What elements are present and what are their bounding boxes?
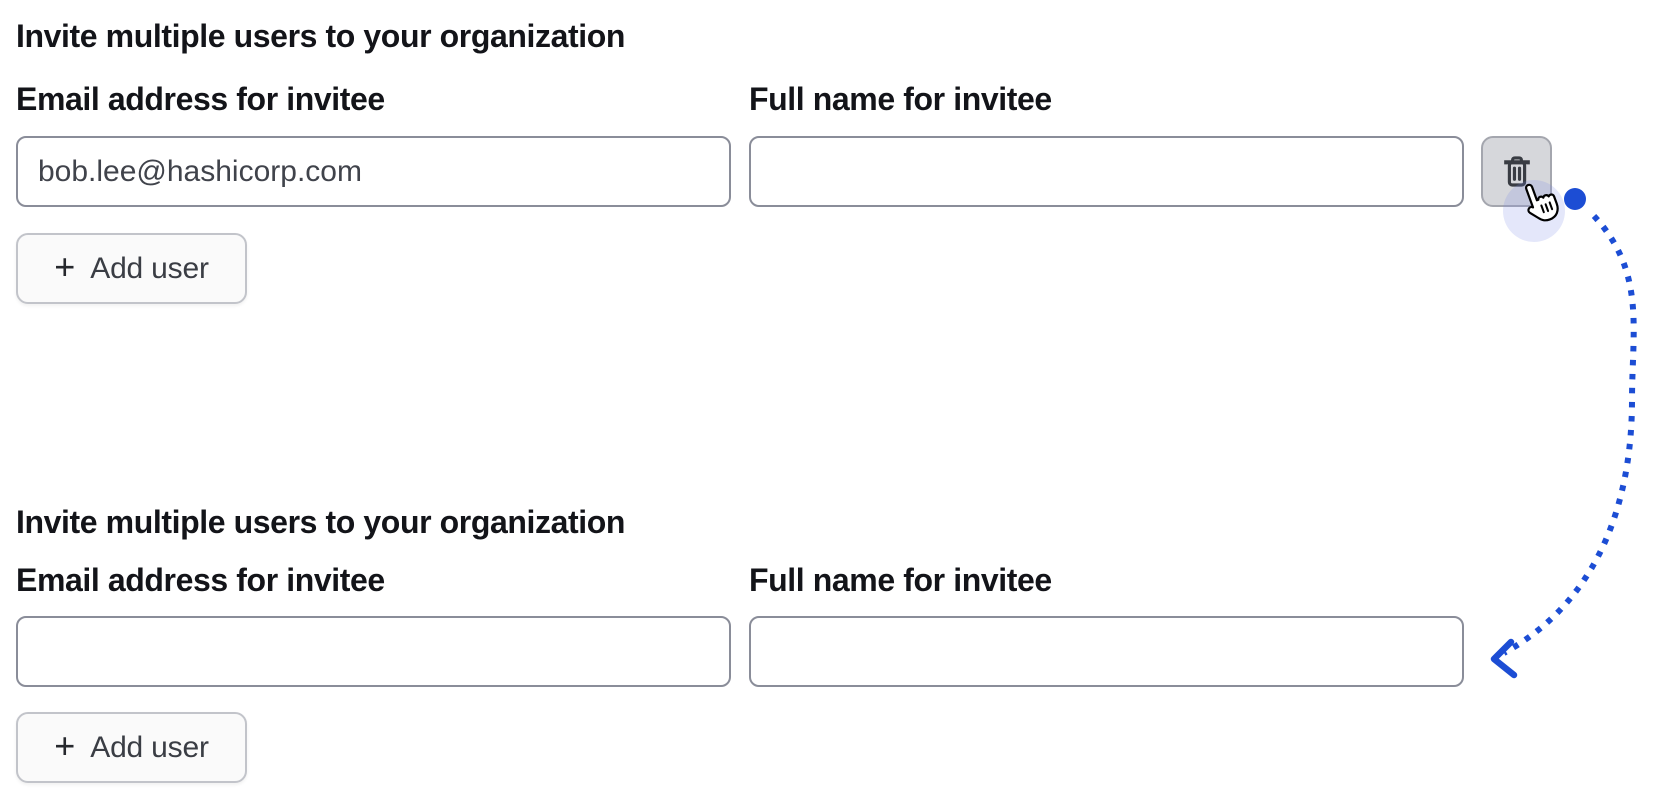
- full-name-label: Full name for invitee: [749, 562, 1052, 598]
- add-user-button[interactable]: + Add user: [16, 712, 247, 783]
- email-label: Email address for invitee: [16, 81, 385, 117]
- add-user-label: Add user: [90, 730, 209, 764]
- dotted-arrow-head: [1490, 638, 1518, 679]
- email-input[interactable]: [16, 616, 731, 687]
- section-title: Invite multiple users to your organizati…: [16, 18, 626, 54]
- plus-icon: +: [54, 246, 76, 287]
- plus-icon: +: [54, 725, 76, 766]
- add-user-button[interactable]: + Add user: [16, 233, 247, 304]
- section-title: Invite multiple users to your organizati…: [16, 504, 626, 540]
- email-input[interactable]: [16, 136, 731, 207]
- delete-row-button[interactable]: [1481, 136, 1552, 207]
- add-user-label: Add user: [90, 251, 209, 285]
- full-name-input[interactable]: [749, 136, 1464, 207]
- trash-icon: [1498, 153, 1536, 191]
- full-name-input[interactable]: [749, 616, 1464, 687]
- dotted-arrow-path: [1502, 213, 1637, 656]
- annotation-dot: [1564, 188, 1586, 210]
- full-name-label: Full name for invitee: [749, 81, 1052, 117]
- email-label: Email address for invitee: [16, 562, 385, 598]
